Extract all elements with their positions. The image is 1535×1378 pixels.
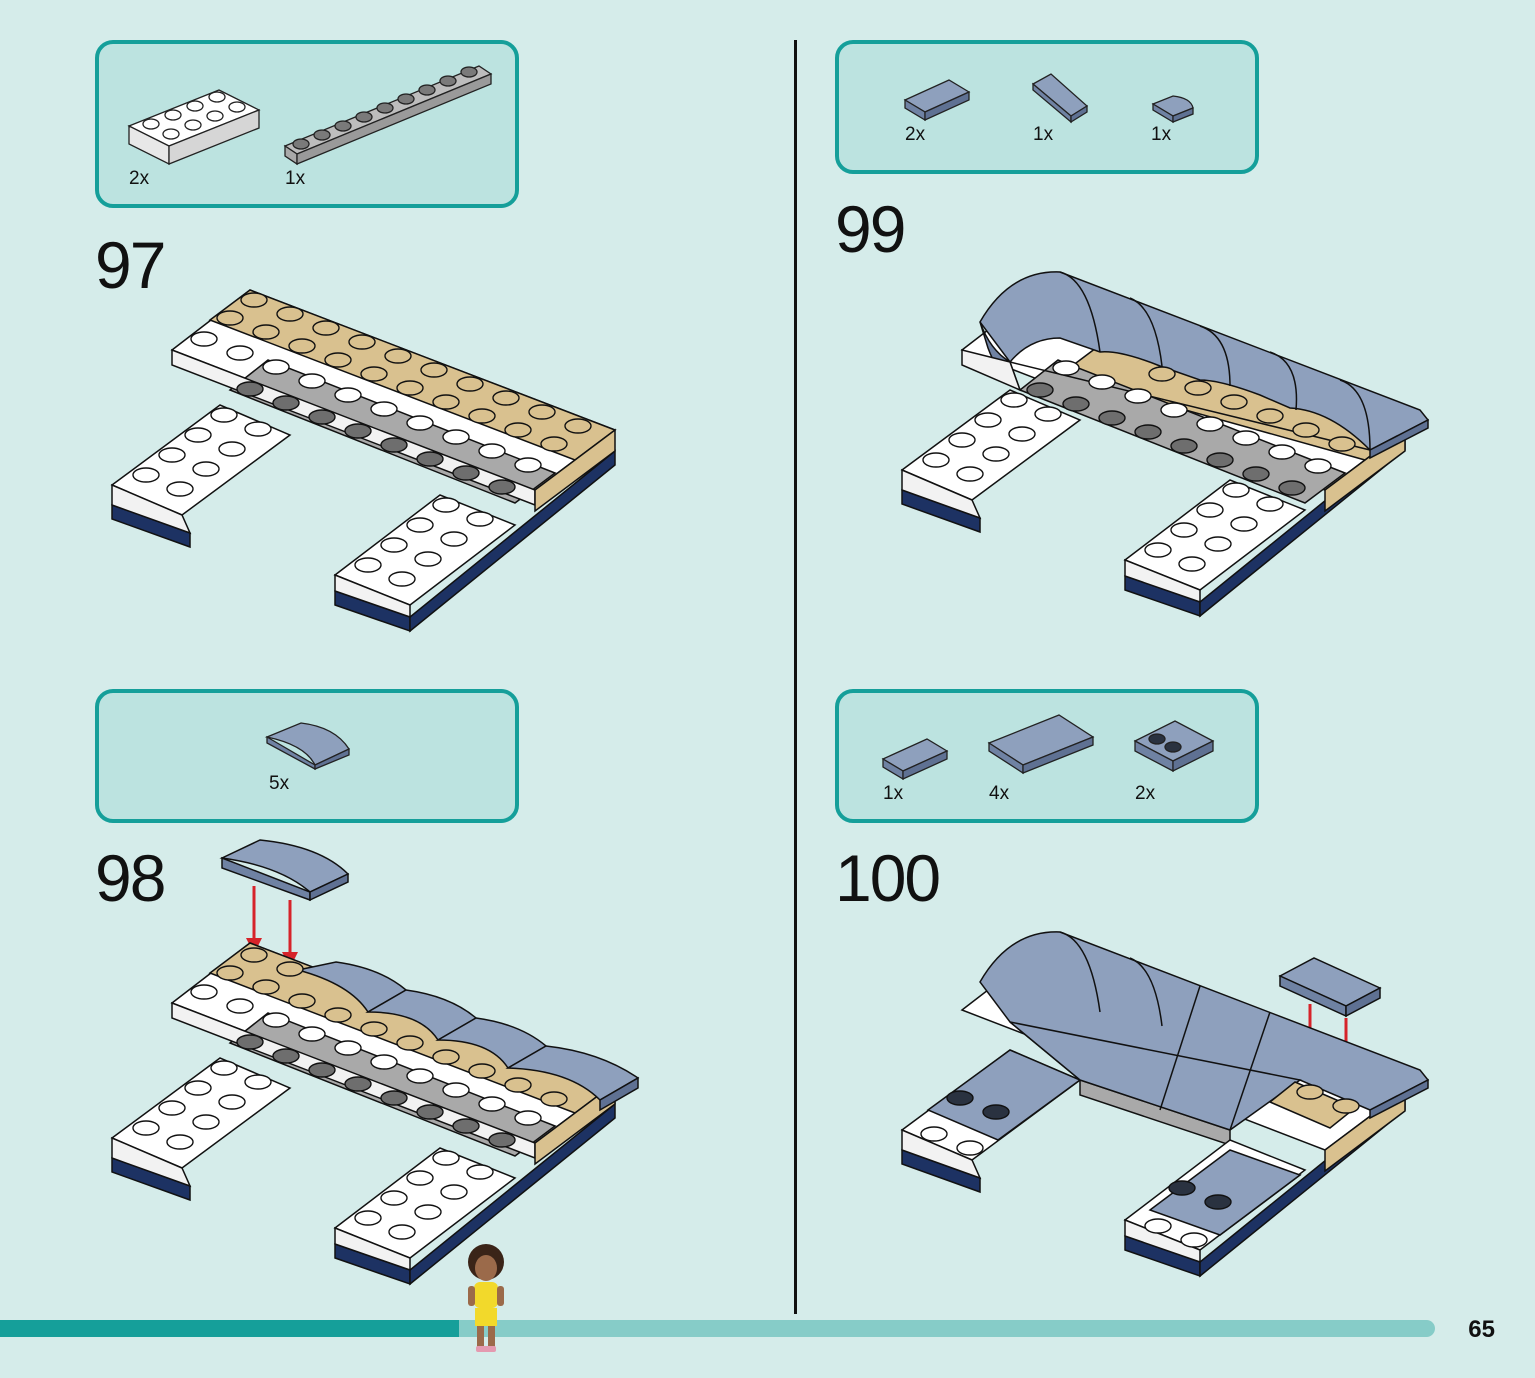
- part-qty: 2x: [1135, 783, 1156, 804]
- part-qty: 2x: [129, 168, 150, 189]
- progress-bar: [0, 1320, 460, 1337]
- part-qty: 5x: [269, 773, 290, 794]
- step-number: 99: [835, 192, 906, 266]
- sand-blue-plate-2x2-icon: [1133, 720, 1215, 773]
- part-qty: 1x: [1033, 124, 1054, 145]
- assembly-model-step-100: [900, 931, 1430, 1278]
- assembly-model-step-99: [900, 271, 1430, 618]
- minifigure-icon: [468, 1244, 504, 1352]
- part-qty: 2x: [905, 124, 926, 145]
- parts-box-step-99: 2x 1x 1x: [835, 40, 1259, 174]
- step-number: 97: [95, 228, 166, 302]
- assembly-model-step-98: [110, 839, 640, 1286]
- gray-plate-1x10-icon: [283, 65, 493, 166]
- assembly-model-step-97: [110, 289, 617, 633]
- column-divider: [794, 40, 797, 1314]
- part-qty: 1x: [285, 168, 306, 189]
- step-number: 98: [95, 841, 166, 915]
- part-qty: 1x: [883, 783, 904, 804]
- sand-blue-curved-slope-icon: [219, 839, 350, 902]
- parts-box-step-100: 1x 4x 2x: [835, 689, 1259, 823]
- sand-blue-quarter-tile-icon: [1151, 95, 1194, 124]
- parts-box-step-97: 2x 1x: [95, 40, 519, 208]
- page-number: 65: [1468, 1316, 1495, 1343]
- part-qty: 1x: [1151, 124, 1172, 145]
- part-qty: 4x: [989, 783, 1010, 804]
- white-plate-2x4-icon: [127, 89, 261, 166]
- parts-box-step-98: 5x: [95, 689, 519, 823]
- sand-blue-tile-1x2-icon: [1278, 957, 1382, 1018]
- step-number: 100: [835, 841, 941, 915]
- sand-blue-wedge-icon: [1031, 73, 1089, 124]
- sand-blue-tile-1x2-icon: [881, 738, 949, 781]
- sand-blue-tile-2x4-icon: [987, 714, 1095, 775]
- sand-blue-tile-1x2-icon: [903, 79, 971, 122]
- sand-blue-curved-slope-icon: [264, 722, 350, 771]
